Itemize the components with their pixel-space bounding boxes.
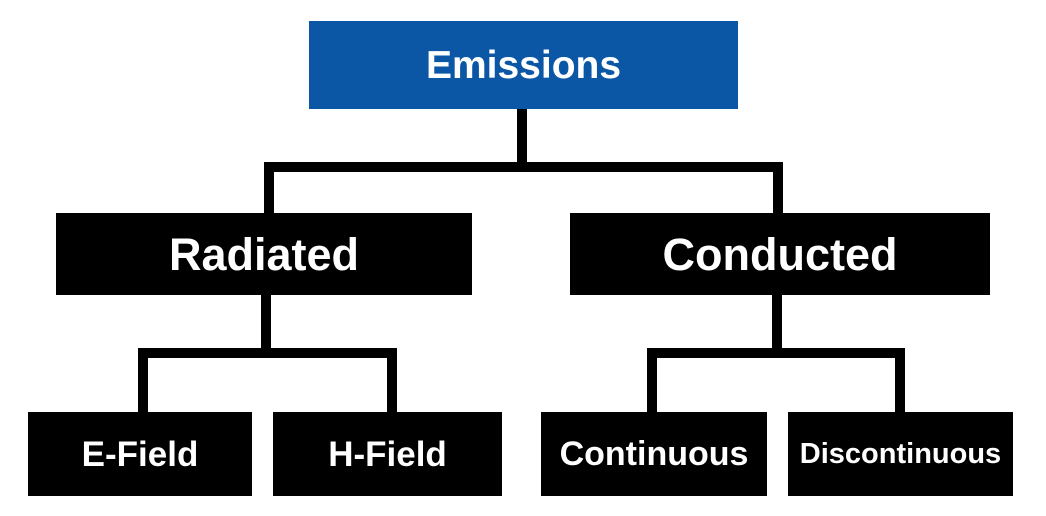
node-conducted: Conducted	[570, 213, 990, 295]
connector-level1-horizontal	[264, 162, 783, 172]
node-h-field: H-Field	[273, 412, 502, 496]
connector-conducted-down	[772, 294, 782, 358]
node-discontinuous: Discontinuous	[788, 412, 1013, 496]
connector-to-discontinuous	[895, 348, 905, 413]
connector-to-h-field	[387, 348, 397, 413]
connector-to-continuous	[647, 348, 657, 413]
connector-radiated-down	[261, 294, 271, 358]
node-emissions: Emissions	[309, 21, 738, 109]
connector-emissions-down	[517, 108, 527, 172]
node-radiated: Radiated	[56, 213, 472, 295]
connector-radiated-horizontal	[138, 348, 397, 358]
node-continuous: Continuous	[541, 412, 767, 496]
connector-conducted-horizontal	[647, 348, 905, 358]
connector-to-conducted	[773, 162, 783, 214]
node-e-field: E-Field	[28, 412, 252, 496]
connector-to-e-field	[138, 348, 148, 413]
connector-to-radiated	[264, 162, 274, 214]
